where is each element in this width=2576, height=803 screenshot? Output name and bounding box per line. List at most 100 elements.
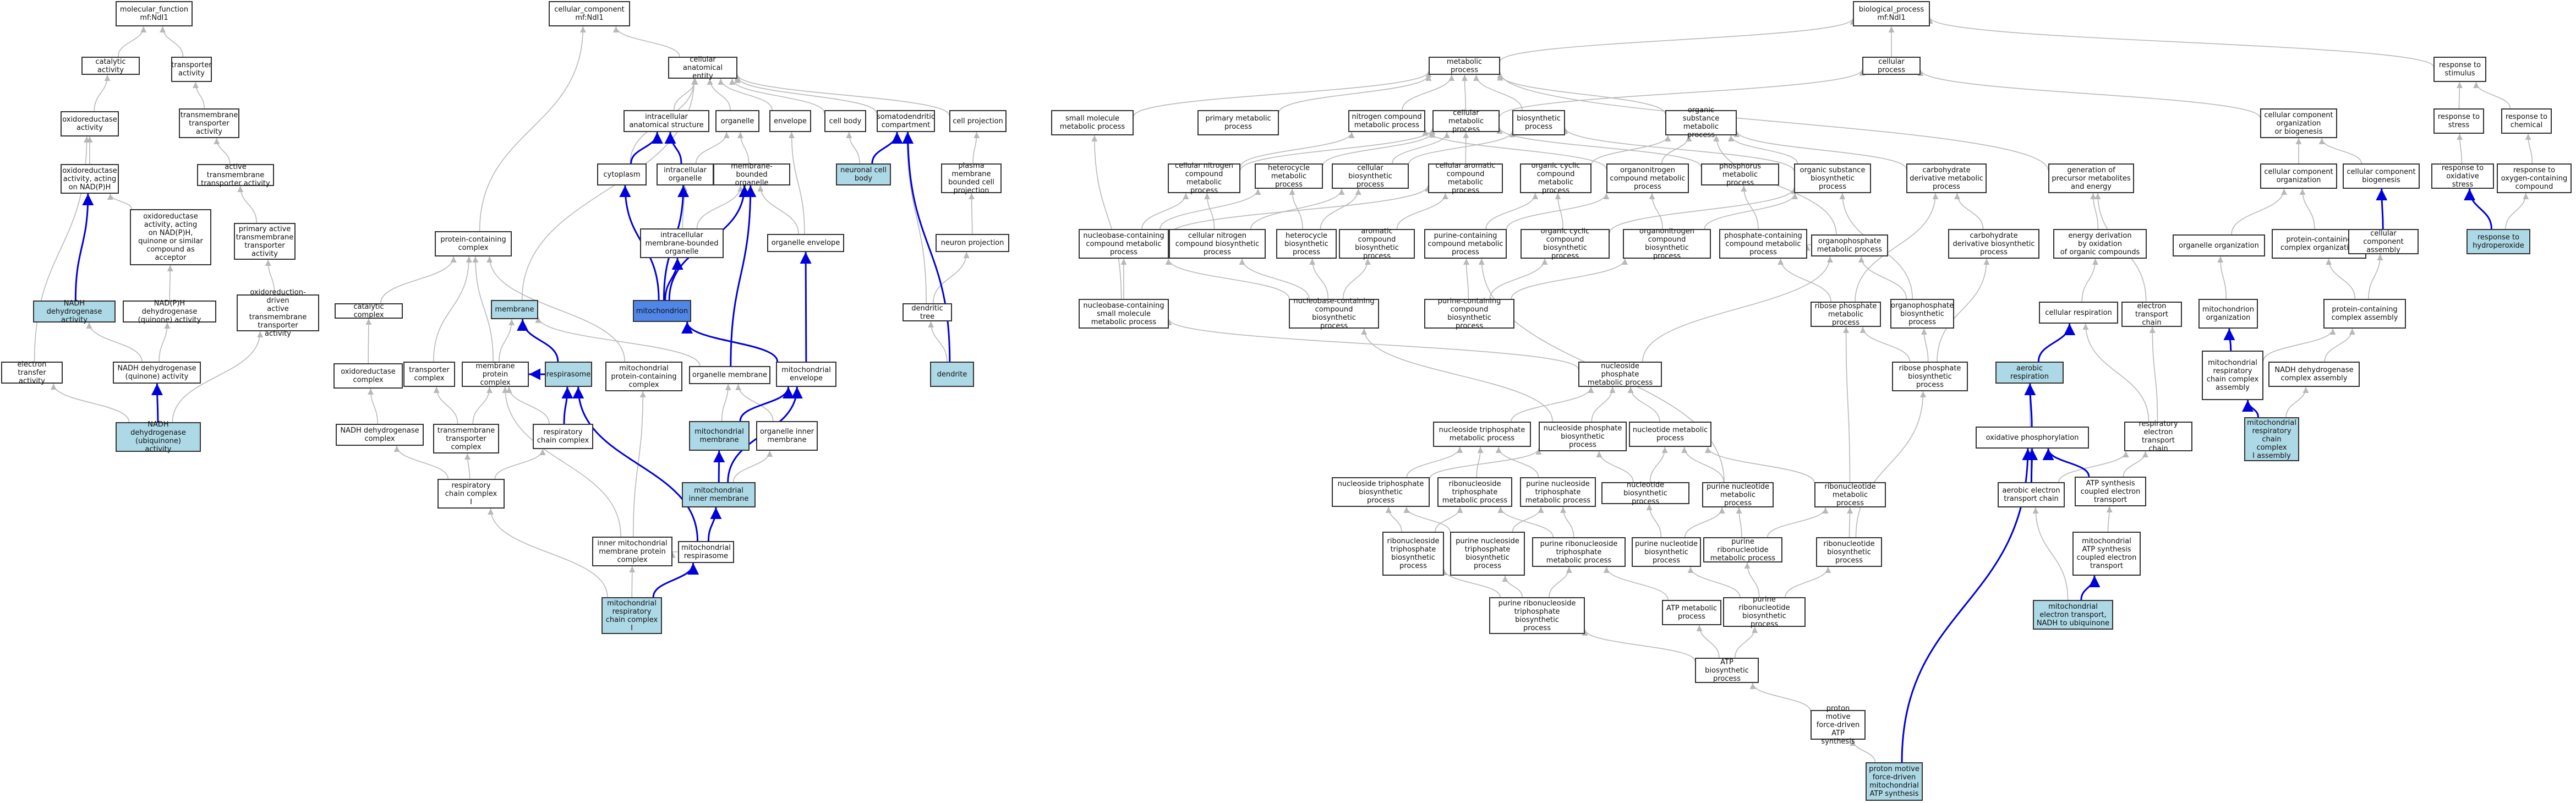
go-term-node-cellular-biosynthetic[interactable]: cellular biosynthetic process: [1332, 163, 1409, 189]
go-term-node-cc-assembly[interactable]: cellular component assembly: [2348, 229, 2419, 254]
go-term-node-org-envelope[interactable]: organelle envelope: [767, 234, 844, 252]
go-term-node-intra-mb-org[interactable]: intracellular membrane-bounded organelle: [640, 228, 724, 258]
go-term-node-purine-ns-tp-bio[interactable]: purine nucleoside triphosphate biosynthe…: [1450, 532, 1525, 576]
go-term-node-nadh-dh-complex[interactable]: NADH dehydrogenase complex: [336, 424, 424, 446]
go-term-node-nucleobase-met[interactable]: nucleobase-containing compound metabolic…: [1079, 229, 1169, 259]
go-term-node-org-inner-membrane[interactable]: organelle inner membrane: [756, 421, 818, 451]
go-term-node-cc[interactable]: cellular_component mf:NdI1: [549, 1, 630, 26]
go-term-node-resp-chain-complex-i[interactable]: respiratory chain complex I: [437, 479, 505, 509]
go-term-node-heterocycle-met[interactable]: heterocycle metabolic process: [1255, 163, 1323, 189]
go-term-node-mf[interactable]: molecular_function mf:NdI1: [116, 1, 193, 26]
go-term-node-nadph-dh[interactable]: NAD(P)H dehydrogenase (quinone) activity: [123, 299, 216, 324]
go-term-node-cc-org[interactable]: cellular component organization or bioge…: [2260, 108, 2337, 138]
go-term-node-neuron-projection[interactable]: neuron projection: [936, 234, 1009, 252]
go-term-node-active-tm[interactable]: active transmembrane transporter activit…: [197, 163, 274, 188]
go-term-node-purine-bio[interactable]: purine-containing compound biosynthetic …: [1424, 297, 1514, 330]
go-term-node-nucleotide-met[interactable]: nucleotide metabolic process: [1629, 422, 1711, 447]
go-term-node-response-h2o2[interactable]: response to hydroperoxide: [2466, 229, 2530, 254]
go-term-node-response-stimulus[interactable]: response to stimulus: [2433, 57, 2486, 82]
go-term-node-nucleoside-triphosphate-met[interactable]: nucleoside triphosphate metabolic proces…: [1433, 422, 1531, 447]
go-term-node-organonitrogen[interactable]: organonitrogen compound metabolic proces…: [1606, 163, 1689, 193]
go-term-node-energy-derivation[interactable]: energy derivation by oxidation of organi…: [2053, 229, 2147, 259]
go-term-node-oxred-nadph[interactable]: oxidoreductase activity, acting on NAD(P…: [61, 164, 119, 194]
go-term-node-nucleotide-bio[interactable]: nucleotide biosynthetic process: [1601, 481, 1689, 506]
go-term-node-catalytic-complex[interactable]: catalytic complex: [335, 303, 403, 319]
go-term-node-mito-resp-assembly-i[interactable]: mitochondrial respiratory chain complex …: [2244, 417, 2299, 461]
go-term-node-purine-ribonucleotide-met[interactable]: purine ribonucleotide metabolic process: [1703, 537, 1782, 562]
go-term-node-cytoplasm[interactable]: cytoplasm: [597, 163, 647, 185]
go-term-node-org-membrane[interactable]: organelle membrane: [689, 366, 770, 384]
go-term-node-intracellular-struct[interactable]: intracellular anatomical structure: [624, 110, 709, 132]
go-term-node-somatodendritic[interactable]: somatodendritic compartment: [877, 110, 935, 132]
go-term-node-oxred-quinone[interactable]: oxidoreductase activity, acting on NAD(P…: [130, 209, 211, 265]
go-term-node-organonitrogen-bio[interactable]: organonitrogen compound biosynthetic pro…: [1623, 227, 1711, 260]
go-term-node-purine-nucleotide-met[interactable]: purine nucleotide metabolic process: [1702, 482, 1774, 507]
go-term-node-heterocycle-bio[interactable]: heterocycle biosynthetic process: [1276, 229, 1337, 259]
go-term-node-membrane[interactable]: membrane: [491, 300, 538, 319]
go-term-node-oxidoreductase[interactable]: oxidoreductase activity: [61, 111, 119, 136]
go-term-node-nadh-dh-act[interactable]: NADH dehydrogenase activity: [33, 299, 116, 324]
go-term-node-tm-transporter-complex[interactable]: transmembrane transporter complex: [433, 424, 499, 454]
go-term-node-purine-ns-tp-met[interactable]: purine nucleoside triphosphate metabolic…: [1520, 477, 1596, 507]
go-term-node-transporter-complex[interactable]: transporter complex: [403, 362, 455, 387]
go-term-node-nadh-dh-quinone[interactable]: NADH dehydrogenase (quinone) activity: [113, 362, 201, 384]
go-term-node-response-chemical[interactable]: response to chemical: [2501, 108, 2552, 134]
go-term-node-mito-inner-membrane[interactable]: mitochondrial inner membrane: [682, 482, 756, 507]
go-term-node-nadh-dh-ubi[interactable]: NADH dehydrogenase (ubiquinone) activity: [116, 420, 201, 454]
go-term-node-mito-resp-complex-i[interactable]: mitochondrial respiratory chain complex …: [601, 597, 662, 634]
go-term-node-oxphos[interactable]: oxidative phosphorylation: [1976, 427, 2089, 449]
go-term-node-purine-rn-tp-bio[interactable]: purine ribonucleoside triphosphate biosy…: [1489, 597, 1585, 634]
go-term-node-dendritic-tree[interactable]: dendritic tree: [903, 303, 952, 321]
go-term-node-cellular-respiration[interactable]: cellular respiration: [2039, 302, 2118, 324]
go-term-node-organic-cyclic[interactable]: organic cyclic compound metabolic proces…: [1520, 162, 1591, 195]
go-term-node-nadh-dh-assembly[interactable]: NADH dehydrogenase complex assembly: [2268, 362, 2360, 387]
go-term-node-carbohydrate-deriv-bio[interactable]: carbohydrate derivative biosynthetic pro…: [1948, 229, 2039, 259]
go-term-node-resp-etc[interactable]: respiratory electron transport chain: [2124, 420, 2192, 453]
go-term-node-carbohydrate-deriv[interactable]: carbohydrate derivative metabolic proces…: [1906, 163, 1987, 193]
go-term-node-catalytic[interactable]: catalytic activity: [81, 57, 140, 75]
go-term-node-membrane-protein-complex[interactable]: membrane protein complex: [462, 362, 529, 387]
go-term-node-nitrogen-compound[interactable]: nitrogen compound metabolic process: [1348, 110, 1425, 132]
go-term-node-membrane-bounded[interactable]: membrane-bounded organelle: [713, 162, 790, 187]
go-term-node-mito-envelope[interactable]: mitochondrial envelope: [776, 362, 836, 387]
go-term-node-tm-transporter[interactable]: transmembrane transporter activity: [179, 108, 239, 138]
go-term-node-ribose-phosphate-met[interactable]: ribose phosphate metabolic process: [1811, 302, 1881, 327]
go-term-node-proton-motive-mito[interactable]: proton motive force-driven mitochondrial…: [1866, 762, 1923, 801]
go-term-node-ribonucleoside-tp-met[interactable]: ribonucleoside triphosphate metabolic pr…: [1437, 477, 1512, 507]
go-term-node-pm-projection[interactable]: plasma membrane bounded cell projection: [941, 162, 1002, 195]
go-term-node-mito-organization[interactable]: mitochondrion organization: [2198, 299, 2258, 329]
go-term-node-dendrite[interactable]: dendrite: [930, 362, 974, 387]
go-term-node-phosphate-containing[interactable]: phosphate-containing compound metabolic …: [1719, 229, 1807, 259]
go-term-node-response-stress[interactable]: response to stress: [2433, 108, 2484, 134]
go-term-node-cellular-metabolic[interactable]: cellular metabolic process: [1432, 109, 1500, 134]
go-term-node-oxred-driven[interactable]: oxidoreduction-driven active transmembra…: [237, 288, 319, 338]
go-term-node-metabolic[interactable]: metabolic process: [1429, 57, 1500, 75]
go-term-node-nucleotide-phosphate-met[interactable]: nucleoside phosphate metabolic process: [1578, 362, 1662, 387]
go-term-node-nucleobase-small[interactable]: nucleobase-containing small molecule met…: [1079, 299, 1169, 329]
go-term-node-bp[interactable]: biological_process mf:NdI1: [1853, 1, 1930, 26]
go-term-node-purine-rn-tp-met[interactable]: purine ribonucleoside triphosphate metab…: [1532, 537, 1626, 567]
go-term-node-protein-complex[interactable]: protein-containing complex: [435, 231, 512, 256]
go-term-node-organophosphate-met[interactable]: organophosphate metabolic process: [1811, 234, 1888, 256]
go-term-node-inner-mito-mpc[interactable]: inner mitochondrial membrane protein com…: [592, 537, 672, 566]
go-term-node-organic-cyclic-bio[interactable]: organic cyclic compound biosynthetic pro…: [1521, 227, 1610, 260]
go-term-node-atp-synth-coupled[interactable]: ATP synthesis coupled electron transport: [2075, 477, 2146, 506]
go-term-node-cell-projection[interactable]: cell projection: [949, 110, 1007, 132]
go-term-node-mito-respirasome[interactable]: mitochondrial respirasome: [678, 541, 734, 563]
go-term-node-nucleobase-bio[interactable]: nucleobase-containing compound biosynthe…: [1289, 297, 1379, 330]
go-term-node-aromatic-bio[interactable]: aromatic compound biosynthetic process: [1339, 227, 1415, 260]
go-term-node-cellular-nitrogen-bio[interactable]: cellular nitrogen compound biosynthetic …: [1169, 229, 1266, 259]
go-term-node-atp-bio[interactable]: ATP biosynthetic process: [1695, 658, 1759, 683]
go-term-node-purine-nucleotide-bio[interactable]: purine nucleotide biosynthetic process: [1632, 537, 1701, 567]
go-term-node-phosphorus[interactable]: phosphorus metabolic process: [1701, 162, 1779, 187]
go-term-node-cell-body[interactable]: cell body: [824, 110, 866, 132]
go-term-node-purine-containing[interactable]: purine-containing compound metabolic pro…: [1424, 229, 1507, 259]
go-term-node-respirasome[interactable]: respirasome: [545, 362, 592, 387]
go-term-node-biosynthetic[interactable]: biosynthetic process: [1512, 110, 1565, 135]
go-term-node-transporter[interactable]: transporter activity: [171, 57, 212, 82]
go-term-node-ribose-phosphate-bio[interactable]: ribose phosphate biosynthetic process: [1892, 362, 1968, 391]
go-term-node-cc-organization[interactable]: cellular component organization: [2260, 163, 2337, 189]
go-term-node-nucleoside-phosphate-bio[interactable]: nucleoside phosphate biosynthetic proces…: [1539, 422, 1627, 451]
go-term-node-organophosphate-bio[interactable]: organophosphate biosynthetic process: [1890, 299, 1954, 329]
go-term-node-organelle-org[interactable]: organelle organization: [2173, 234, 2265, 256]
